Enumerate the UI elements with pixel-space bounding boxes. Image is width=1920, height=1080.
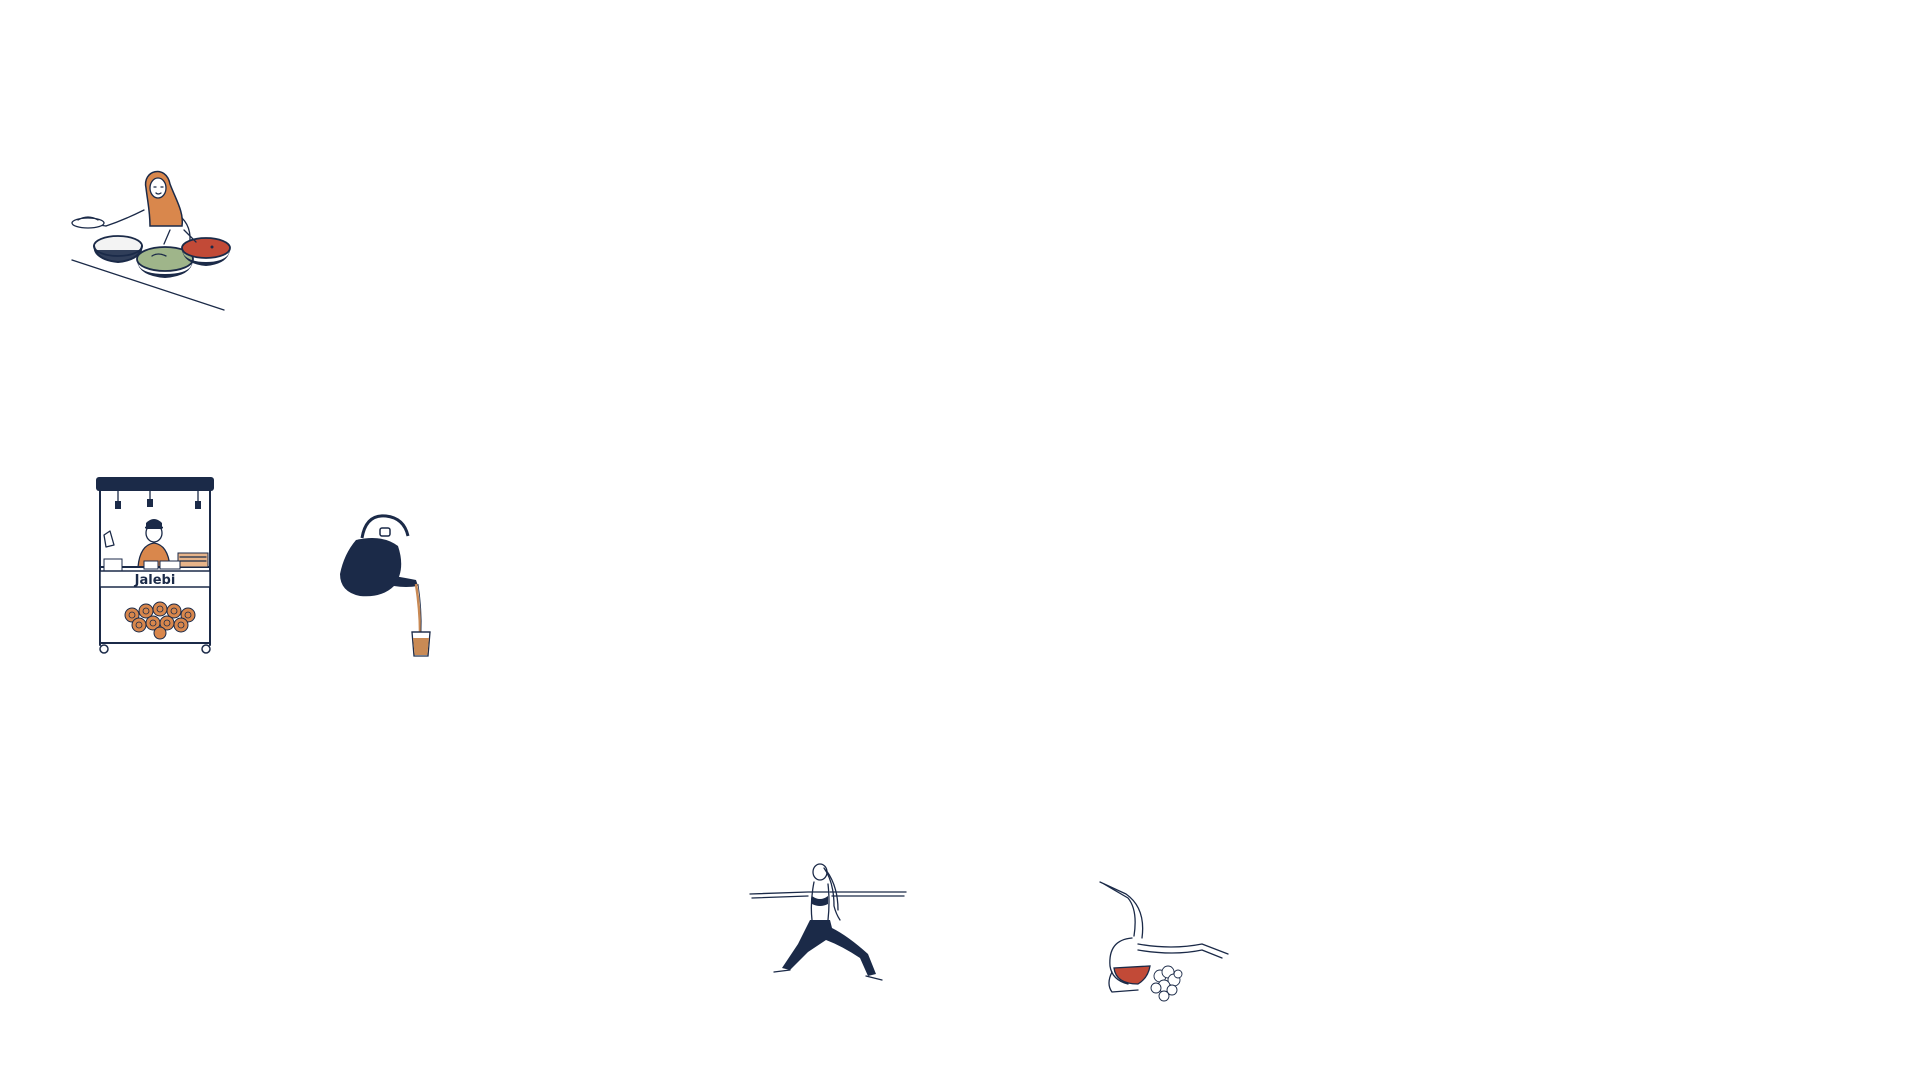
stall-sign-text: Jalebi: [134, 573, 176, 588]
woman-serving-curries-illustration: [66, 160, 236, 315]
yoga-warrior-pose-illustration: [748, 862, 908, 992]
stall-drawing: Jalebi: [96, 477, 214, 654]
yoga-inversion-pose-illustration: [1098, 880, 1230, 1006]
warrior-drawing: [749, 863, 907, 981]
jalebi-stall-illustration: Jalebi: [94, 475, 219, 657]
kettle-drawing: [340, 514, 431, 657]
kettle-pouring-chai-illustration: [336, 510, 440, 660]
vendor-drawing: [71, 170, 231, 311]
inversion-drawing: [1099, 881, 1229, 1002]
